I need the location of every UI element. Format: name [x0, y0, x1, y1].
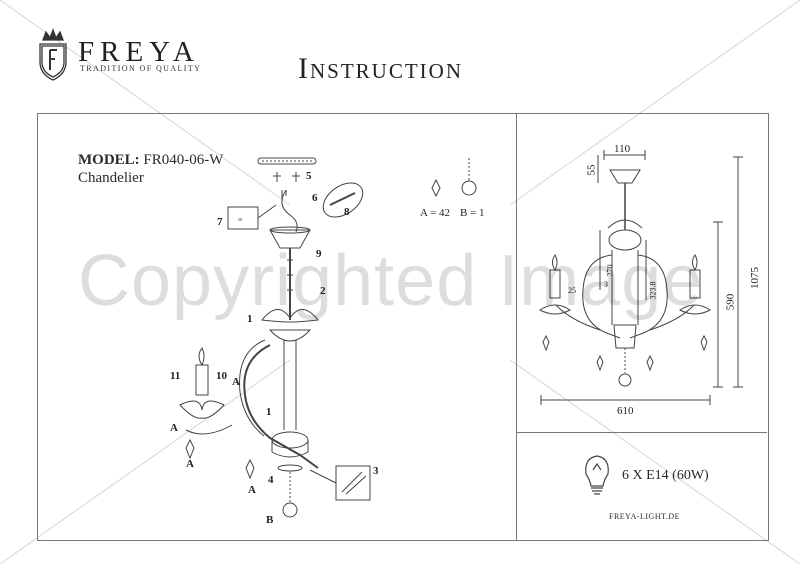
- dim-inner-height: 270: [605, 264, 615, 277]
- watermark: Copyrighted Image: [78, 241, 704, 321]
- panel-divider-horizontal: [516, 432, 767, 433]
- model-code: FR040-06-W: [143, 152, 224, 168]
- part-b-label: B: [266, 514, 274, 526]
- dim-body-height: 590: [724, 293, 737, 311]
- lightbulb-icon: [585, 455, 609, 495]
- svg-text:≡: ≡: [238, 215, 243, 224]
- callout-4: 4: [268, 474, 274, 486]
- dim-canopy-height: 55: [585, 164, 598, 176]
- bulb-spec: 6 X E14 (60W): [622, 468, 709, 483]
- callout-9: 9: [316, 248, 322, 260]
- callout-10: 10: [216, 370, 227, 382]
- callout-2: 2: [320, 285, 326, 297]
- dim-arm-drop: 25: [568, 286, 576, 295]
- content-frame: [37, 113, 769, 541]
- count-a: A = 42: [420, 207, 451, 219]
- callout-1b: 1: [266, 406, 272, 418]
- model-label: MODEL:: [78, 152, 140, 168]
- brand-tagline: TRADITION OF QUALITY: [80, 64, 202, 73]
- part-a-label: A: [232, 376, 240, 388]
- callout-6: 6: [312, 192, 318, 204]
- part-a-label: A: [248, 484, 256, 496]
- dim-inner-height-2: 323.8: [648, 281, 658, 300]
- dim-top-width: 110: [614, 143, 631, 155]
- product-type: Chandelier: [78, 170, 144, 186]
- dim-width: 610: [617, 405, 634, 417]
- callout-3: 3: [373, 465, 379, 477]
- callout-11: 11: [170, 370, 181, 382]
- page-title: Instruction: [298, 52, 463, 85]
- callout-5: 5: [306, 170, 312, 182]
- callout-8: 8: [344, 206, 350, 218]
- count-b: B = 1: [460, 207, 485, 219]
- crown-logo-icon: [39, 28, 67, 81]
- brand-name: FREYA: [78, 36, 200, 68]
- dim-gap: 3: [604, 280, 608, 289]
- callout-7: 7: [217, 216, 223, 228]
- website: FREYA-LIGHT.DE: [609, 512, 681, 521]
- panel-divider-vertical: [516, 113, 517, 540]
- part-a-label: A: [170, 422, 178, 434]
- model-line: MODEL: FR040-06-W: [78, 152, 223, 169]
- callout-1a: 1: [247, 313, 253, 325]
- dim-total-height: 1075: [749, 267, 761, 289]
- part-a-label: A: [186, 458, 194, 470]
